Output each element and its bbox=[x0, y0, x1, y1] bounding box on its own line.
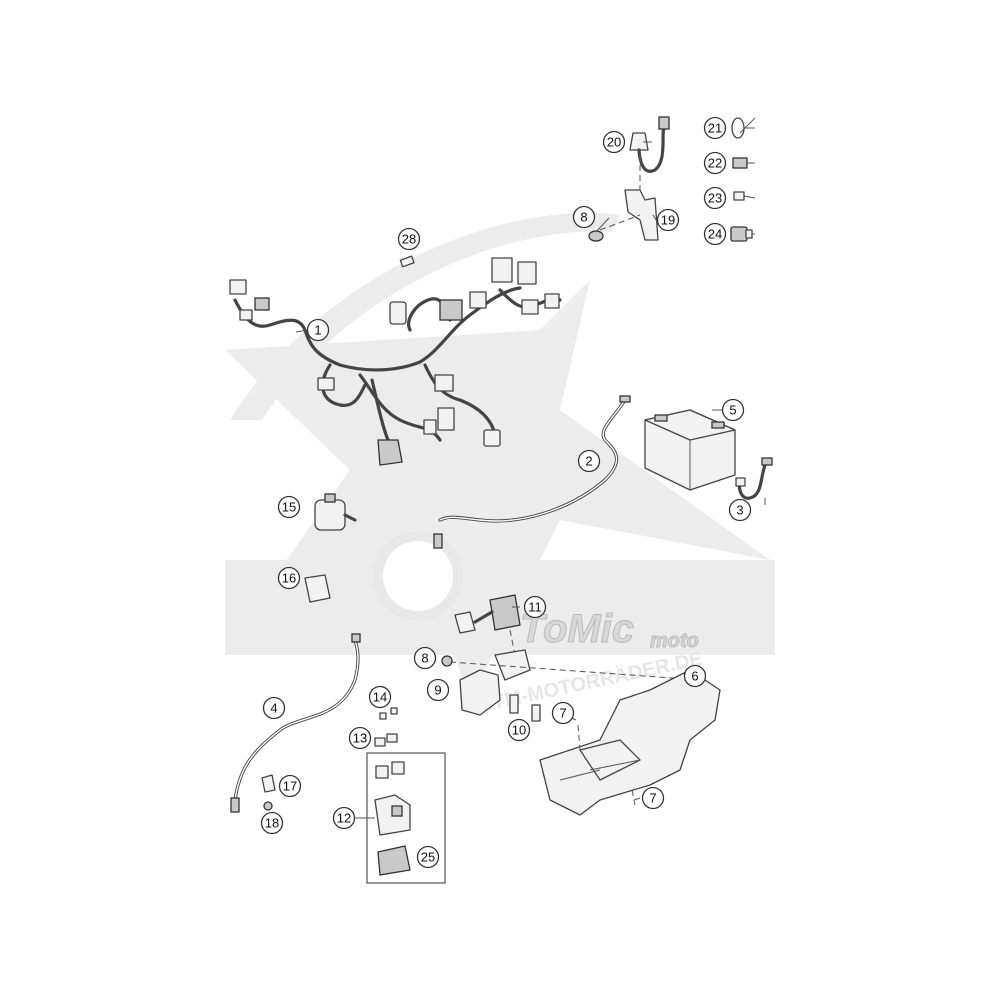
regulator-icon bbox=[454, 594, 521, 656]
callout-14-label: 14 bbox=[373, 690, 387, 705]
watermark-circle bbox=[373, 531, 463, 621]
small-fuse-icon bbox=[379, 707, 398, 720]
callout-4-label: 4 bbox=[270, 701, 277, 716]
battery-icon bbox=[644, 409, 736, 491]
starter-cable-icon bbox=[230, 633, 361, 813]
callout-12-label: 12 bbox=[337, 811, 351, 826]
clip-icon bbox=[733, 191, 745, 201]
callout-5-label: 5 bbox=[729, 403, 736, 418]
callout-19-label: 19 bbox=[661, 213, 675, 228]
callout-6[interactable]: 6 bbox=[683, 664, 707, 688]
callout-9-label: 9 bbox=[434, 683, 441, 698]
callout-17-label: 17 bbox=[283, 779, 297, 794]
callout-4[interactable]: 4 bbox=[262, 696, 286, 720]
callout-23[interactable]: 23 bbox=[703, 186, 727, 210]
wiring-harness-icon bbox=[229, 257, 562, 466]
fuse-box-cover-icon bbox=[377, 845, 411, 876]
callout-20[interactable]: 20 bbox=[602, 130, 626, 154]
callout-15[interactable]: 15 bbox=[277, 495, 301, 519]
callout-3-label: 3 bbox=[736, 503, 743, 518]
callout-7b-label: 7 bbox=[649, 791, 656, 806]
callout-22[interactable]: 22 bbox=[703, 151, 727, 175]
sensor-cable-icon bbox=[629, 116, 670, 190]
callout-2-label: 2 bbox=[585, 454, 592, 469]
callout-22-label: 22 bbox=[708, 156, 722, 171]
nut-lower-icon bbox=[441, 655, 453, 667]
starter-relay-icon bbox=[314, 493, 357, 531]
callout-7a-label: 7 bbox=[559, 706, 566, 721]
callout-23-label: 23 bbox=[708, 191, 722, 206]
callout-24-label: 24 bbox=[708, 227, 722, 242]
callout-5[interactable]: 5 bbox=[721, 398, 745, 422]
callout-15-label: 15 bbox=[282, 500, 296, 515]
callout-8a[interactable]: 8 bbox=[572, 205, 596, 229]
callout-3[interactable]: 3 bbox=[728, 498, 752, 522]
connector-icon bbox=[732, 157, 748, 169]
fuse-pair-icon bbox=[374, 733, 398, 747]
callout-16[interactable]: 16 bbox=[277, 566, 301, 590]
connector-lower-icon bbox=[509, 694, 541, 722]
callout-13[interactable]: 13 bbox=[348, 726, 372, 750]
cable-tie-icon bbox=[731, 117, 756, 139]
plug-icon bbox=[730, 226, 753, 242]
callout-9[interactable]: 9 bbox=[426, 678, 450, 702]
sensor-bracket-icon bbox=[599, 189, 659, 241]
watermark-logo-sub: moto bbox=[650, 630, 699, 652]
callout-12[interactable]: 12 bbox=[332, 806, 356, 830]
relay-holder-icon bbox=[304, 574, 331, 603]
callout-13-label: 13 bbox=[353, 731, 367, 746]
callout-6-label: 6 bbox=[691, 669, 698, 684]
callout-1[interactable]: 1 bbox=[306, 318, 330, 342]
ground-cable-icon bbox=[735, 457, 773, 500]
callout-8a-label: 8 bbox=[580, 210, 587, 225]
watermark-arc bbox=[230, 212, 620, 420]
callout-17[interactable]: 17 bbox=[278, 774, 302, 798]
callout-28-label: 28 bbox=[402, 232, 416, 247]
callout-21[interactable]: 21 bbox=[703, 116, 727, 140]
callout-14[interactable]: 14 bbox=[368, 685, 392, 709]
callout-25[interactable]: 25 bbox=[416, 845, 440, 869]
regulator-bracket-icon bbox=[449, 649, 701, 716]
callout-25-label: 25 bbox=[421, 850, 435, 865]
watermark-star bbox=[225, 280, 770, 700]
battery-cable-icon bbox=[433, 395, 631, 549]
callout-10[interactable]: 10 bbox=[507, 718, 531, 742]
callout-8b[interactable]: 8 bbox=[413, 646, 437, 670]
callout-24[interactable]: 24 bbox=[703, 222, 727, 246]
callout-28[interactable]: 28 bbox=[397, 227, 421, 251]
callout-11-label: 11 bbox=[528, 600, 542, 615]
callout-2[interactable]: 2 bbox=[577, 449, 601, 473]
watermark-logo: ToMic bbox=[520, 607, 634, 651]
callout-11[interactable]: 11 bbox=[523, 595, 547, 619]
callout-16-label: 16 bbox=[282, 571, 296, 586]
fuse-box-icon bbox=[374, 761, 411, 836]
callout-1-label: 1 bbox=[314, 323, 321, 338]
nut-icon bbox=[263, 801, 273, 811]
callout-18[interactable]: 18 bbox=[260, 811, 284, 835]
callout-7b[interactable]: 7 bbox=[641, 786, 665, 810]
callout-7a[interactable]: 7 bbox=[551, 701, 575, 725]
callout-19[interactable]: 19 bbox=[656, 208, 680, 232]
callout-20-label: 20 bbox=[607, 135, 621, 150]
screw-icon bbox=[588, 230, 604, 242]
callout-18-label: 18 bbox=[265, 816, 279, 831]
callout-8b-label: 8 bbox=[421, 651, 428, 666]
callout-21-label: 21 bbox=[708, 121, 722, 136]
fuse-icon bbox=[399, 255, 415, 268]
callout-10-label: 10 bbox=[512, 723, 526, 738]
battery-box-icon bbox=[539, 669, 721, 816]
terminal-cap-icon bbox=[261, 774, 276, 793]
